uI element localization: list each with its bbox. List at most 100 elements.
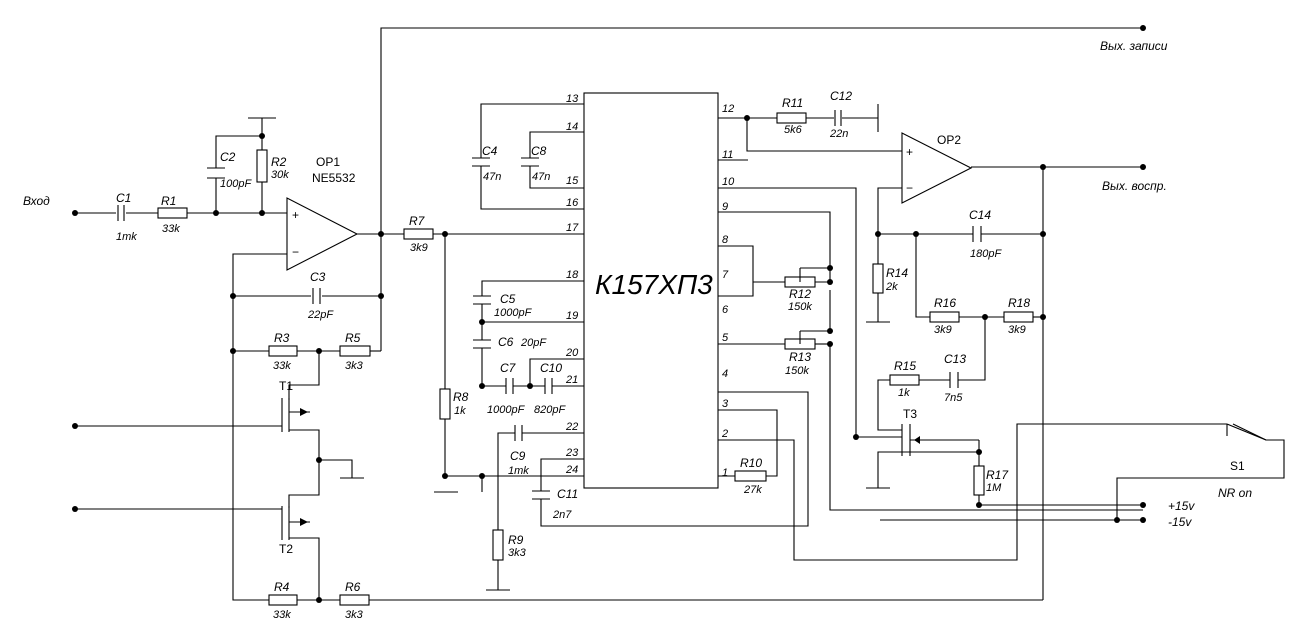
input-label: Вход [23, 194, 50, 208]
resistor-r7 [403, 228, 434, 240]
resistor-r4 [268, 594, 298, 606]
plus15-label: +15v [1168, 499, 1195, 513]
junctions [72, 25, 1146, 603]
r7-value: 3k9 [410, 242, 428, 254]
resistor-r9 [492, 529, 504, 561]
r2-value: 30k [271, 169, 289, 181]
c8-ref: C8 [531, 144, 547, 158]
op1-type: NE5532 [312, 171, 356, 185]
r14-ref: R14 [886, 266, 908, 280]
c14-ref: C14 [969, 208, 991, 222]
transistor-t1 [281, 398, 310, 432]
component-labels: C1 1mk R1 33k C2 100pF R2 30k R7 3k9 C3 … [116, 89, 1030, 621]
pin-14: 14 [566, 121, 578, 133]
pin-17: 17 [566, 222, 579, 234]
c7-ref: C7 [500, 361, 517, 375]
switch-s1 [1226, 423, 1267, 441]
pin-11: 11 [722, 149, 733, 161]
record-output-label: Вых. записи [1100, 39, 1168, 53]
capacitor-c10 [544, 378, 553, 394]
c13-value: 7n5 [944, 392, 963, 404]
r11-ref: R11 [782, 96, 803, 110]
t3-label: T3 [903, 407, 917, 421]
pin-8: 8 [722, 234, 729, 246]
pin-15: 15 [566, 175, 579, 187]
op2-minus: − [906, 181, 913, 195]
capacitor-c12 [834, 110, 842, 126]
s1-label: S1 [1230, 459, 1245, 473]
op1-plus: + [292, 208, 299, 222]
op1-label: OP1 [316, 155, 340, 169]
r9-value: 3k3 [508, 547, 527, 559]
resistor-r15 [889, 374, 920, 386]
capacitor-c8 [521, 157, 539, 167]
capacitor-c13 [949, 372, 959, 388]
pin-7: 7 [722, 269, 729, 281]
r8-value: 1k [454, 405, 466, 417]
capacitor-c1 [117, 205, 125, 221]
pin-3: 3 [722, 398, 729, 410]
resistor-r1 [157, 207, 188, 219]
c2-value: 100pF [220, 178, 252, 190]
pin-2: 2 [721, 428, 728, 440]
r6-value: 3k3 [345, 609, 364, 621]
pin-12: 12 [722, 103, 734, 115]
r17-ref: R17 [986, 468, 1009, 482]
resistor-r17 [973, 465, 985, 496]
capacitor-c5 [473, 295, 491, 305]
r18-ref: R18 [1008, 296, 1030, 310]
t2-label: T2 [279, 542, 293, 556]
c9-value: 1mk [508, 465, 529, 477]
c1-ref: C1 [116, 191, 131, 205]
chip-name: К157ХП3 [595, 269, 713, 300]
c6-ref: C6 [498, 335, 514, 349]
c1-value: 1mk [116, 231, 137, 243]
op2-plus: + [906, 145, 913, 159]
c12-value: 22n [829, 128, 848, 140]
r2-ref: R2 [271, 155, 287, 169]
capacitor-c11 [532, 490, 550, 500]
r12-ref: R12 [789, 287, 811, 301]
r12-value: 150k [788, 301, 812, 313]
c4-value: 47n [483, 171, 501, 183]
minus15-label: -15v [1168, 515, 1192, 529]
resistor-r16 [929, 311, 960, 323]
opamp-op1: + − [286, 197, 359, 271]
resistor-r2 [256, 149, 268, 183]
c14-value: 180pF [970, 248, 1002, 260]
r13-ref: R13 [789, 350, 811, 364]
c3-ref: C3 [310, 270, 326, 284]
resistor-r18 [1003, 311, 1034, 323]
pin-1: 1 [722, 467, 728, 479]
c9-ref: C9 [510, 449, 526, 463]
r13-value: 150k [785, 365, 809, 377]
resistor-r11 [776, 112, 807, 124]
capacitor-c4 [472, 157, 490, 167]
r3-value: 33k [273, 360, 291, 372]
c10-value: 820pF [534, 404, 566, 416]
r5-value: 3k3 [345, 360, 364, 372]
pin-21: 21 [565, 374, 578, 386]
c10-ref: C10 [540, 361, 562, 375]
c8-value: 47n [532, 171, 550, 183]
capacitor-c7 [505, 378, 514, 394]
r18-value: 3k9 [1008, 324, 1026, 336]
resistor-r14 [872, 263, 884, 294]
capacitor-c3 [312, 288, 321, 304]
r15-ref: R15 [894, 359, 916, 373]
resistor-r10 [734, 470, 767, 482]
r8-ref: R8 [453, 390, 469, 404]
r9-ref: R9 [508, 533, 524, 547]
r11-value: 5k6 [784, 124, 803, 136]
pin-16: 16 [566, 197, 579, 209]
resistor-r6 [339, 594, 370, 606]
c7-value: 1000pF [487, 404, 526, 416]
capacitor-c6 [473, 339, 491, 349]
t1-label: T1 [279, 379, 293, 393]
r3-ref: R3 [274, 331, 290, 345]
r4-ref: R4 [274, 580, 290, 594]
pin-4: 4 [722, 368, 728, 380]
r6-ref: R6 [345, 580, 361, 594]
pin-9: 9 [722, 201, 728, 213]
r17-value: 1M [986, 482, 1002, 494]
